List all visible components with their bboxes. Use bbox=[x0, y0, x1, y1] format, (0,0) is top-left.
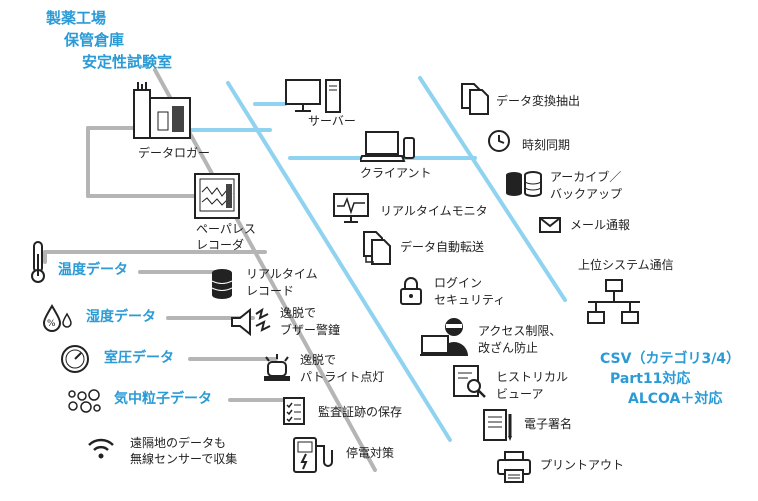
e-signature-label: 電子署名 bbox=[524, 417, 573, 431]
historical-label-2: ビューア bbox=[496, 387, 544, 401]
client-label: クライアント bbox=[360, 166, 432, 180]
wireless-label-2: 無線センサーで収集 bbox=[130, 452, 238, 466]
title-line-1: 製薬工場 bbox=[46, 9, 107, 27]
access-label-2: 改ざん防止 bbox=[478, 341, 539, 355]
patlite-icon bbox=[264, 354, 290, 381]
power-failure-label: 停電対策 bbox=[346, 446, 395, 460]
humidity-label: 湿度データ bbox=[86, 309, 156, 325]
auto-transfer-label: データ自動転送 bbox=[400, 240, 485, 254]
clock-icon bbox=[488, 130, 510, 152]
e-signature-icon bbox=[483, 409, 512, 441]
data-conversion-icon bbox=[461, 83, 489, 115]
data-conversion-label: データ変換抽出 bbox=[496, 94, 581, 108]
paperless-label-1: ペーパレス bbox=[196, 222, 256, 236]
printout-label: プリントアウト bbox=[540, 458, 625, 472]
buzzer-label-2: ブザー警鐘 bbox=[280, 323, 341, 337]
realtime-monitor-label: リアルタイムモニタ bbox=[380, 204, 488, 218]
patlite-label-1: 逸脱で bbox=[300, 353, 337, 367]
upper-system-label: 上位システム通信 bbox=[578, 258, 674, 272]
power-icon bbox=[293, 437, 333, 473]
archive-label-1: アーカイブ／ bbox=[550, 170, 622, 184]
thermometer-icon bbox=[31, 241, 45, 283]
audit-trail-label: 監査証跡の保存 bbox=[318, 405, 403, 419]
monitor-icon bbox=[333, 193, 369, 223]
historical-viewer-icon bbox=[453, 365, 486, 398]
access-label-1: アクセス制限、 bbox=[478, 324, 562, 338]
pressure-gauge-icon bbox=[61, 345, 89, 373]
checklist-icon bbox=[283, 397, 305, 425]
historical-label-1: ヒストリカル bbox=[496, 370, 569, 384]
auto-transfer-icon bbox=[363, 231, 391, 265]
data-logger-label: データロガー bbox=[138, 146, 211, 160]
pressure-label: 室圧データ bbox=[104, 350, 174, 366]
humidity-icon: % bbox=[42, 304, 72, 332]
wireless-label-1: 遠隔地のデータも bbox=[130, 436, 227, 450]
network-icon bbox=[587, 279, 640, 324]
mail-label: メール通報 bbox=[570, 218, 631, 232]
compliance-line-3: ALCOA＋対応 bbox=[628, 391, 723, 407]
realtime-record-label-2: レコード bbox=[246, 284, 295, 298]
title-line-2: 保管倉庫 bbox=[64, 31, 125, 49]
particles-label: 気中粒子データ bbox=[114, 391, 212, 407]
particles-icon bbox=[68, 389, 101, 413]
data-logger-icon bbox=[133, 82, 191, 139]
paperless-label-2: レコーダ bbox=[196, 238, 245, 252]
paperless-recorder-icon bbox=[194, 173, 240, 219]
archive-icon bbox=[506, 171, 542, 197]
hacker-icon bbox=[420, 318, 468, 356]
svg-text:%: % bbox=[47, 319, 56, 329]
compliance-line-1: CSV（カテゴリ3/4） bbox=[600, 351, 741, 367]
wifi-icon bbox=[88, 438, 114, 459]
login-label-2: セキュリティ bbox=[434, 293, 506, 307]
server-label: サーバー bbox=[308, 114, 356, 128]
temperature-label: 温度データ bbox=[58, 262, 128, 278]
patlite-label-2: パトライト点灯 bbox=[300, 370, 385, 384]
realtime-record-label-1: リアルタイム bbox=[246, 267, 318, 281]
lock-icon bbox=[400, 277, 422, 305]
printer-icon bbox=[497, 451, 531, 483]
client-icon bbox=[360, 131, 415, 162]
mail-icon bbox=[539, 217, 561, 233]
database-icon bbox=[211, 269, 233, 299]
archive-label-2: バックアップ bbox=[550, 187, 623, 201]
buzzer-icon bbox=[231, 307, 271, 337]
title-line-3: 安定性試験室 bbox=[82, 53, 173, 71]
buzzer-label-1: 逸脱で bbox=[280, 306, 317, 320]
compliance-line-2: Part11対応 bbox=[610, 371, 691, 387]
time-sync-label: 時刻同期 bbox=[522, 138, 571, 152]
server-icon bbox=[285, 79, 341, 113]
login-label-1: ログイン bbox=[434, 276, 483, 290]
